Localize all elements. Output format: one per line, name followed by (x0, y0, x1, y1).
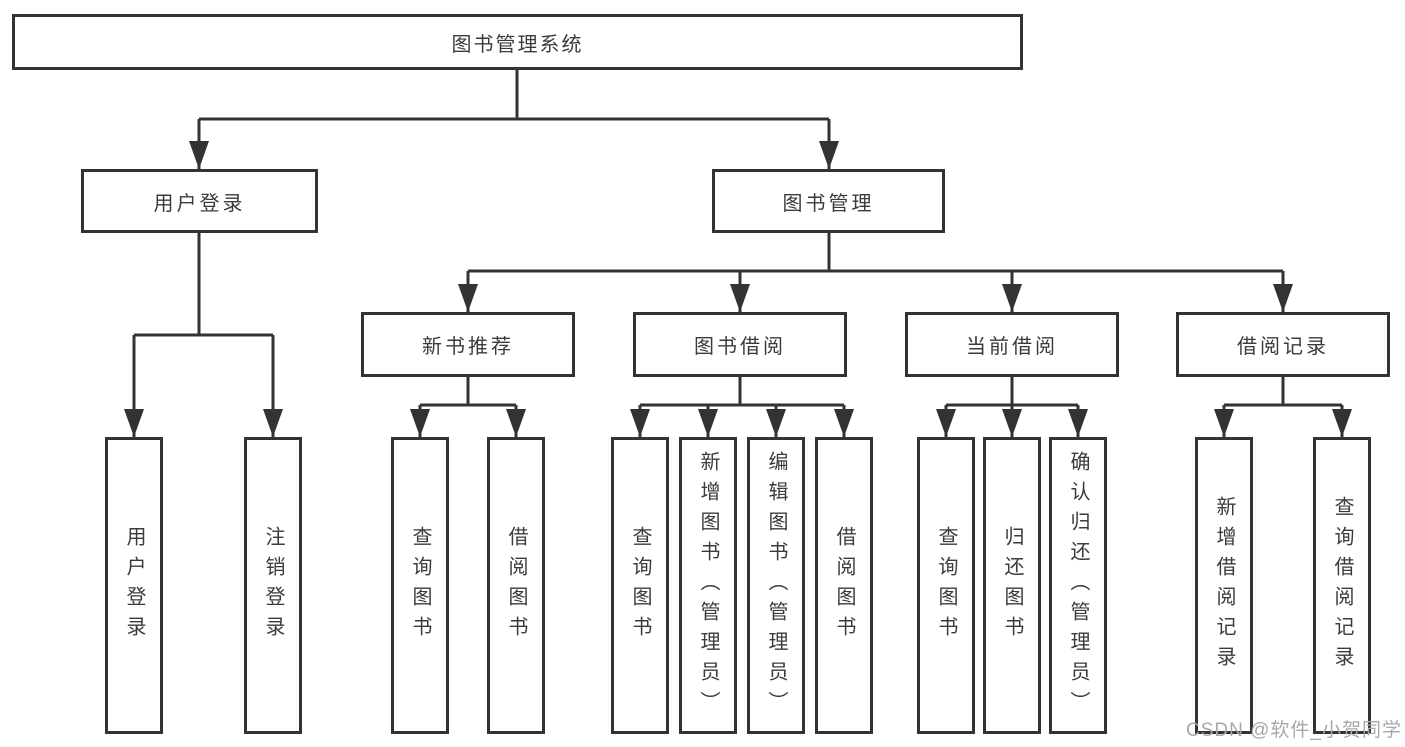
leaf-borrow-books-recommend: 借阅图书 (487, 437, 545, 734)
leaf-borrow-books: 借阅图书 (815, 437, 873, 734)
connector-book-management-group (466, 233, 1285, 312)
node-label: 当前借阅 (966, 336, 1058, 358)
connector-borrow-records-group (1222, 377, 1344, 437)
leaf-label: 编辑图书（管理员） (765, 450, 787, 721)
leaf-confirm-return-admin: 确认归还（管理员） (1049, 437, 1107, 734)
leaf-label: 查询借阅记录 (1331, 495, 1353, 676)
leaf-label: 新增借阅记录 (1213, 495, 1235, 676)
node-current-borrow: 当前借阅 (905, 312, 1119, 377)
connector-root-to-level2 (197, 70, 831, 169)
arrow-down-icon (766, 409, 786, 437)
leaf-label: 借阅图书 (505, 525, 527, 646)
arrow-down-icon (1002, 409, 1022, 437)
node-label: 新书推荐 (422, 336, 514, 358)
leaf-label: 确认归还（管理员） (1067, 450, 1089, 721)
arrow-down-icon (263, 409, 283, 437)
arrow-down-icon (819, 141, 839, 169)
arrow-down-icon (189, 141, 209, 169)
node-label: 借阅记录 (1237, 336, 1329, 358)
node-book-borrow: 图书借阅 (633, 312, 847, 377)
node-label: 图书借阅 (694, 336, 786, 358)
arrow-down-icon (410, 409, 430, 437)
arrow-down-icon (1214, 409, 1234, 437)
arrow-down-icon (1068, 409, 1088, 437)
leaf-label: 新增图书（管理员） (697, 450, 719, 721)
leaf-label: 查询图书 (629, 525, 651, 646)
node-new-book-recommend: 新书推荐 (361, 312, 575, 377)
arrow-down-icon (698, 409, 718, 437)
arrow-down-icon (730, 284, 750, 312)
node-label: 图书管理系统 (451, 33, 584, 56)
leaf-label: 用户登录 (123, 525, 145, 646)
arrow-down-icon (1332, 409, 1352, 437)
leaf-user-login: 用户登录 (105, 437, 163, 734)
node-label: 图书管理 (782, 192, 875, 215)
leaf-logout-login: 注销登录 (244, 437, 302, 734)
leaf-query-books-current: 查询图书 (917, 437, 975, 734)
leaf-label: 注销登录 (262, 525, 284, 646)
node-library-system: 图书管理系统 (12, 14, 1023, 70)
leaf-add-borrow-record: 新增借阅记录 (1195, 437, 1253, 734)
arrow-down-icon (506, 409, 526, 437)
leaf-label: 归还图书 (1001, 525, 1023, 646)
watermark: CSDN @软件_小贺同学 (1186, 720, 1402, 741)
arrow-down-icon (834, 409, 854, 437)
connector-user-login-group (132, 233, 275, 437)
node-label: 用户登录 (153, 192, 246, 215)
leaf-edit-books-admin: 编辑图书（管理员） (747, 437, 805, 734)
arrow-down-icon (1002, 284, 1022, 312)
connector-book-borrow-group (638, 377, 846, 437)
connector-new-book-group (418, 377, 518, 437)
connector-current-borrow-group (944, 377, 1080, 437)
node-user-login: 用户登录 (81, 169, 318, 233)
node-borrow-records: 借阅记录 (1176, 312, 1390, 377)
arrow-down-icon (630, 409, 650, 437)
leaf-add-books-admin: 新增图书（管理员） (679, 437, 737, 734)
node-book-management: 图书管理 (712, 169, 945, 233)
leaf-query-books-borrow: 查询图书 (611, 437, 669, 734)
leaf-label: 查询图书 (935, 525, 957, 646)
connector-paths (132, 70, 1344, 437)
arrow-down-icon (458, 284, 478, 312)
leaf-query-books-recommend: 查询图书 (391, 437, 449, 734)
arrow-down-icon (936, 409, 956, 437)
leaf-label: 查询图书 (409, 525, 431, 646)
arrow-down-icon (124, 409, 144, 437)
leaf-query-borrow-record: 查询借阅记录 (1313, 437, 1371, 734)
leaf-label: 借阅图书 (833, 525, 855, 646)
arrow-down-icon (1273, 284, 1293, 312)
leaf-return-books: 归还图书 (983, 437, 1041, 734)
